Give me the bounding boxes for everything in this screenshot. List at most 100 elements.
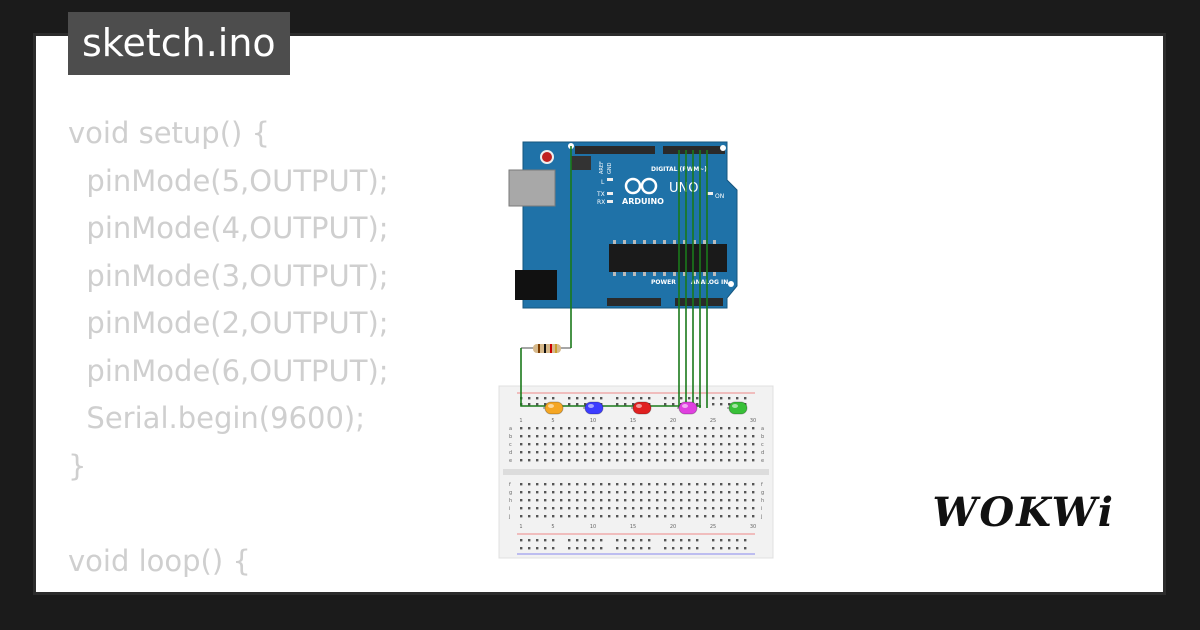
breadboard-hole <box>640 499 643 502</box>
breadboard-hole <box>624 451 627 454</box>
breadboard-holes <box>520 397 755 550</box>
breadboard-hole <box>696 483 699 486</box>
breadboard-hole <box>672 459 675 462</box>
power-rail-hole <box>688 397 691 400</box>
breadboard-hole <box>752 443 755 446</box>
breadboard-hole <box>648 459 651 462</box>
breadboard-hole <box>736 515 739 518</box>
breadboard-hole <box>744 451 747 454</box>
power-rail-hole <box>536 397 539 400</box>
breadboard-hole <box>600 507 603 510</box>
breadboard-hole <box>680 435 683 438</box>
breadboard-hole <box>656 443 659 446</box>
breadboard-hole <box>520 435 523 438</box>
code-line: digitalWrite(5,HIGH); <box>68 585 389 592</box>
breadboard-hole <box>704 435 707 438</box>
breadboard-hole <box>672 427 675 430</box>
breadboard-hole <box>752 515 755 518</box>
breadboard-hole <box>544 507 547 510</box>
breadboard-hole <box>560 427 563 430</box>
analog-header <box>675 298 723 306</box>
breadboard-hole <box>520 491 523 494</box>
breadboard-hole <box>600 451 603 454</box>
breadboard-hole <box>600 515 603 518</box>
breadboard-row-label: f <box>761 482 763 488</box>
breadboard-hole <box>728 499 731 502</box>
code-line: void setup() { <box>68 116 270 150</box>
breadboard-hole <box>520 427 523 430</box>
breadboard-hole <box>688 483 691 486</box>
power-rail-hole <box>544 539 547 542</box>
breadboard-hole <box>736 459 739 462</box>
breadboard-hole <box>592 427 595 430</box>
breadboard-hole <box>704 427 707 430</box>
breadboard-hole <box>744 459 747 462</box>
breadboard-hole <box>632 443 635 446</box>
power-rail-hole <box>632 397 635 400</box>
breadboard-hole <box>616 459 619 462</box>
power-rail-hole <box>680 539 683 542</box>
power-header-label: POWER <box>651 279 676 286</box>
on-led-label: ON <box>715 193 724 200</box>
breadboard-hole <box>744 499 747 502</box>
power-rail-hole <box>536 547 539 550</box>
breadboard-hole <box>744 515 747 518</box>
breadboard-hole <box>736 491 739 494</box>
file-name-tab: sketch.ino <box>68 12 290 75</box>
breadboard-hole <box>672 515 675 518</box>
breadboard-hole <box>520 507 523 510</box>
breadboard-hole <box>592 443 595 446</box>
breadboard-hole <box>584 427 587 430</box>
icsp-header <box>571 156 591 170</box>
breadboard-hole <box>744 435 747 438</box>
breadboard-hole <box>576 491 579 494</box>
led-group <box>543 401 748 415</box>
breadboard-row-label: c <box>761 442 764 448</box>
breadboard-hole <box>536 491 539 494</box>
power-rail-hole <box>576 539 579 542</box>
power-rail-hole <box>568 539 571 542</box>
breadboard-hole <box>632 491 635 494</box>
breadboard-hole <box>536 507 539 510</box>
breadboard-column-label: 10 <box>590 524 596 530</box>
breadboard-hole <box>584 491 587 494</box>
power-rail-hole <box>728 539 731 542</box>
breadboard-hole <box>544 443 547 446</box>
breadboard-row-label: i <box>509 506 510 512</box>
breadboard-hole <box>520 443 523 446</box>
breadboard-hole <box>744 427 747 430</box>
power-rail-hole <box>664 539 667 542</box>
breadboard-column-label: 10 <box>590 418 596 424</box>
breadboard-hole <box>568 507 571 510</box>
power-rail-hole <box>744 539 747 542</box>
power-rail-hole <box>568 403 571 406</box>
breadboard-hole <box>624 427 627 430</box>
breadboard-row-label: a <box>761 426 764 432</box>
breadboard-hole <box>616 491 619 494</box>
breadboard-row-label: f <box>509 482 511 488</box>
breadboard-hole <box>528 443 531 446</box>
breadboard-hole <box>624 491 627 494</box>
breadboard-hole <box>664 427 667 430</box>
power-rail-hole <box>720 397 723 400</box>
breadboard-hole <box>656 435 659 438</box>
breadboard-hole <box>520 451 523 454</box>
breadboard-hole <box>704 507 707 510</box>
breadboard-hole <box>712 507 715 510</box>
breadboard-hole <box>584 459 587 462</box>
breadboard-hole <box>696 427 699 430</box>
breadboard-hole <box>704 459 707 462</box>
mount-hole <box>720 145 726 151</box>
breadboard-hole <box>560 451 563 454</box>
breadboard-column-label: 30 <box>750 524 756 530</box>
breadboard-hole <box>600 459 603 462</box>
breadboard-hole <box>544 483 547 486</box>
breadboard-hole <box>600 435 603 438</box>
tx-led-label: TX <box>596 191 605 198</box>
breadboard-hole <box>704 451 707 454</box>
breadboard-row-label: d <box>509 450 512 456</box>
led-on <box>707 192 713 195</box>
power-rail-hole <box>616 403 619 406</box>
breadboard-hole <box>632 507 635 510</box>
breadboard-hole <box>624 515 627 518</box>
